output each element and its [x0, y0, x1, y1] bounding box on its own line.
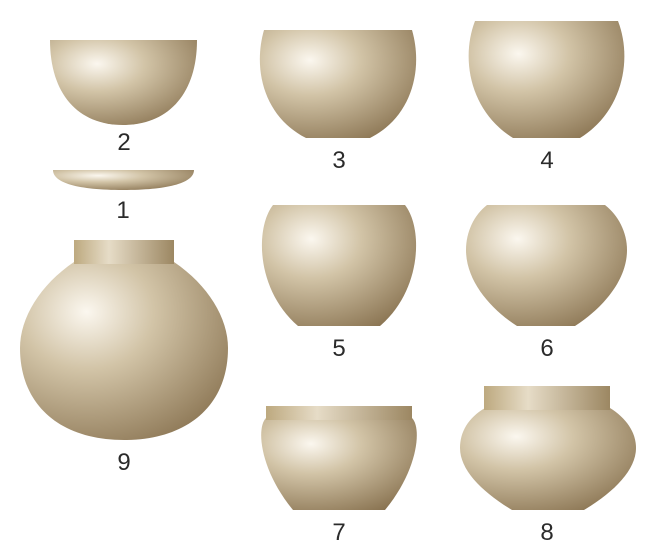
vessel-2: 2	[50, 40, 197, 156]
vessel-1-body	[53, 170, 194, 190]
vessel-9: 9	[20, 240, 228, 476]
vessel-6: 6	[466, 205, 627, 362]
vessel-3: 3	[260, 30, 416, 174]
vessel-6-body	[466, 205, 627, 326]
vessel-3-number: 3	[332, 147, 345, 174]
vessel-4: 4	[469, 21, 625, 174]
vessel-8-number: 8	[540, 519, 553, 546]
vessel-4-body	[469, 21, 625, 138]
vessel-1-number: 1	[116, 197, 129, 224]
vessel-8-body	[460, 408, 636, 510]
vessel-5: 5	[262, 205, 416, 362]
vessel-8-neck	[484, 386, 610, 410]
vessel-9-body	[20, 262, 228, 440]
vessel-5-body	[262, 205, 416, 326]
vessel-2-body	[50, 40, 197, 125]
vessel-5-number: 5	[332, 335, 345, 362]
vessel-6-number: 6	[540, 335, 553, 362]
vessel-1: 1	[53, 170, 194, 224]
vessel-4-number: 4	[540, 147, 553, 174]
vessel-7: 7	[261, 406, 417, 546]
vessel-7-body	[261, 418, 417, 510]
vessel-2-number: 2	[117, 129, 130, 156]
vessel-9-number: 9	[117, 449, 130, 476]
vessel-8: 8	[460, 386, 636, 546]
vessel-9-neck	[74, 240, 174, 264]
vessel-3-body	[260, 30, 416, 138]
vessel-7-rim	[266, 406, 412, 420]
vessel-7-number: 7	[332, 519, 345, 546]
